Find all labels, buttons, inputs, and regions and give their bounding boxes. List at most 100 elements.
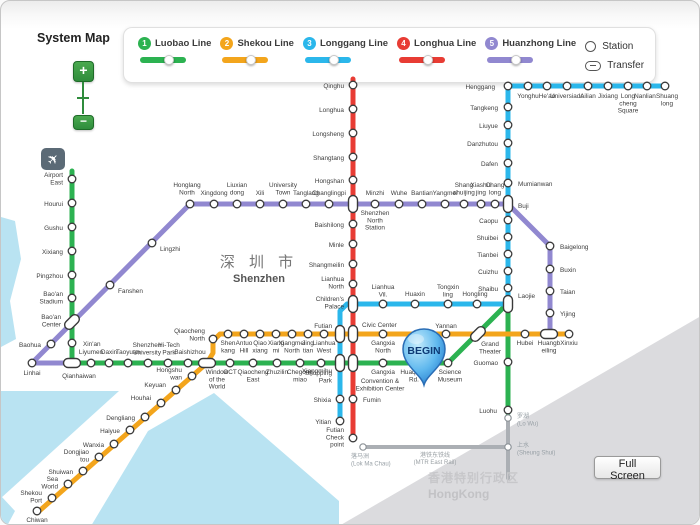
station-keyuan-marker: [171, 385, 181, 395]
station-liyumen-marker: [86, 358, 96, 368]
bottom-left-corner-water: [1, 496, 15, 524]
zoom-slider-tick[interactable]: [77, 97, 89, 99]
station-grand-theater-marker: [469, 325, 487, 343]
station-yangmei-marker: [440, 199, 450, 209]
station-lianhua-west-marker: [319, 329, 329, 339]
station-zhuzilin-marker: [272, 358, 282, 368]
station-universiade-label: Universiade: [550, 93, 584, 100]
station-xixiang-marker: [67, 246, 77, 256]
station-yijing-marker: [545, 308, 555, 318]
station-guomao-label: Guomao: [473, 360, 498, 367]
full-screen-button[interactable]: Full Screen: [594, 456, 661, 482]
station-dafen-marker: [503, 158, 513, 168]
station-huaxin-label: Huaxin: [405, 291, 425, 298]
station-tangkeng-label: Tangkeng: [470, 105, 498, 112]
shenzhen-label-cn: 深 圳 市: [220, 254, 298, 271]
station-longhua-marker: [348, 104, 358, 114]
station-longsheng-label: Longsheng: [312, 131, 344, 138]
station-linhai-label: Linhai: [23, 370, 40, 377]
station-xiangmihu-marker: [316, 358, 326, 368]
station-science-museum-marker: [443, 358, 453, 368]
station-keyuan-label: Keyuan: [144, 382, 166, 389]
station-huaxin-marker: [410, 299, 420, 309]
hongkong-label-cn: 香港特别行政区: [427, 470, 519, 485]
legend-line-dot: [246, 54, 257, 65]
station-xiashui-jing-marker: [476, 199, 486, 209]
transfer-symbol-icon: [585, 60, 602, 71]
station-shangtang-label: Shangtang: [313, 155, 344, 162]
station-yannan-label: Yannan: [435, 323, 457, 330]
station-shenzhen-university-marker: [143, 358, 153, 368]
station-shuang-long-marker: [660, 81, 670, 91]
station-sheung-shui-label: 上水(Sheung Shui): [517, 441, 555, 456]
station-linhai-marker: [27, 358, 37, 368]
station-xiangmei-north-marker: [287, 329, 297, 339]
station-baishilong-marker: [348, 219, 358, 229]
station-xili-label: Xili: [256, 190, 265, 197]
station-baishizhou-marker: [183, 358, 193, 368]
station-daxin-marker: [104, 358, 114, 368]
station-yannan-marker: [441, 329, 451, 339]
legend-line-dot: [164, 54, 174, 65]
station-gushu-marker: [67, 222, 77, 232]
station-danzhutou-marker: [503, 138, 513, 148]
station-gangxia-north-marker: [378, 329, 388, 339]
station-civic-center-label: Civic Center: [362, 322, 398, 329]
station-longsheng-marker: [348, 128, 358, 138]
station-fumin-marker: [348, 394, 358, 404]
station-mumianwan-label: Mumianwan: [518, 181, 553, 188]
station-tongxin-ling-marker: [443, 299, 453, 309]
station-laojie-marker: [502, 294, 514, 314]
station-liyumen-label: Liyumen: [79, 349, 104, 356]
station-gushu-label: Gushu: [44, 225, 63, 232]
station-xin-an-label: Xin'an: [83, 341, 101, 348]
zoom-out-button[interactable]: −: [73, 115, 94, 130]
line-number-badge: 5: [485, 37, 499, 50]
station-liuxian-dong-marker: [232, 199, 242, 209]
legend-line-sample: [487, 54, 534, 65]
begin-label: BEGIN: [407, 345, 440, 357]
station-chegong-miao-marker: [295, 358, 305, 368]
station-lingzhi-marker: [147, 238, 157, 248]
station-shuiwan-marker: [78, 466, 88, 476]
station-lo-wu-marker: [504, 414, 512, 422]
line-number-badge: 4: [397, 37, 411, 50]
station-pingzhou-marker: [67, 270, 77, 280]
zoom-in-button[interactable]: +: [73, 61, 94, 82]
station-huangb-eiling-marker: [539, 328, 559, 340]
station-taian-marker: [545, 286, 555, 296]
station-nanlian-marker: [642, 81, 652, 91]
station-wuhe-label: Wuhe: [391, 190, 408, 197]
station-wanxia-label: Wanxia: [83, 442, 105, 449]
station-qinghu-label: Qinghu: [323, 83, 344, 90]
station-bantian-label: Bantian: [411, 190, 433, 197]
station-xinxiu-marker: [564, 329, 574, 339]
station-hongshan-label: Hongshan: [315, 178, 345, 185]
mtr-east-rail-label-en: (MTR East Rail): [414, 460, 457, 466]
station-laojie-label: Laojie: [518, 293, 536, 300]
station-baishizhou-label: Baishizhou: [174, 349, 206, 356]
station-hourui-marker: [67, 198, 77, 208]
begin-marker-pin[interactable]: BEGIN: [400, 326, 448, 388]
station-tanglang-label: Tanglang: [293, 190, 319, 197]
legend-marker-key: Station Transfer: [585, 37, 648, 75]
station-xingdong-marker: [209, 199, 219, 209]
station-hourui-label: Hourui: [44, 201, 63, 208]
legend-line-label: Huanzhong Line: [502, 38, 577, 49]
station-civic-center-marker: [347, 324, 359, 344]
